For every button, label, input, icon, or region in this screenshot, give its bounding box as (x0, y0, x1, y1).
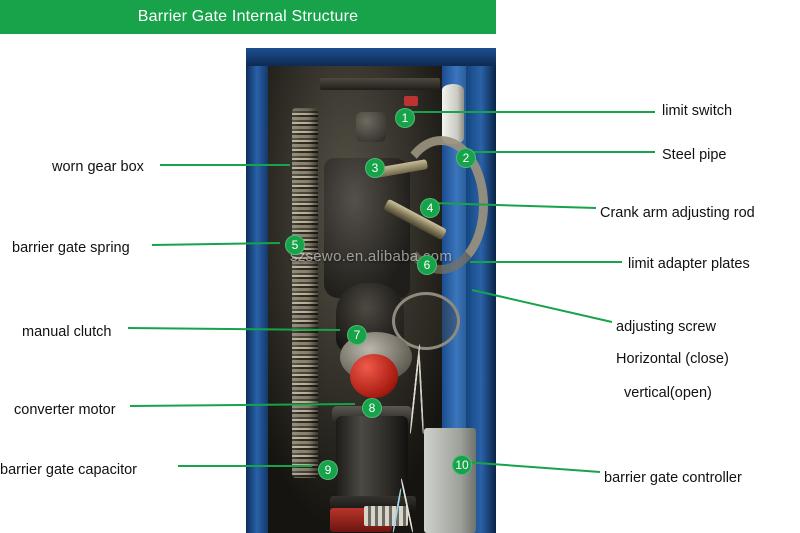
header-banner: Barrier Gate Internal Structure (0, 0, 496, 34)
marker-7: 7 (347, 325, 367, 345)
label-steel-pipe: Steel pipe (662, 147, 727, 163)
label-manual-clutch: manual clutch (22, 324, 112, 340)
cabinet-left-edge (246, 48, 268, 533)
label-limit-switch: limit switch (662, 103, 733, 119)
marker-1: 1 (395, 108, 415, 128)
cabinet-top-edge (246, 48, 496, 66)
steel-pipe-part (442, 84, 464, 144)
barrier-gate-photo (246, 48, 496, 533)
marker-10: 10 (452, 455, 472, 475)
label-barrier-gate-spring: barrier gate spring (12, 240, 130, 256)
converter-motor-part (336, 416, 408, 502)
manual-clutch-part (350, 354, 398, 398)
marker-6: 6 (417, 255, 437, 275)
marker-5: 5 (285, 235, 305, 255)
label-vertical-open: vertical(open) (624, 385, 712, 401)
label-horizontal-close: Horizontal (close) (616, 351, 729, 367)
marker-4: 4 (420, 198, 440, 218)
spring-part (292, 108, 318, 478)
controller-box-part (424, 428, 476, 533)
label-converter-motor: converter motor (14, 402, 116, 418)
marker-9: 9 (318, 460, 338, 480)
label-barrier-gate-capacitor: barrier gate capacitor (0, 462, 138, 478)
terminal-block-part (364, 506, 408, 526)
label-worn-gear-box: worn gear box (52, 159, 144, 175)
label-barrier-gate-controller: barrier gate controller (604, 470, 742, 486)
marker-3: 3 (365, 158, 385, 178)
label-crank-arm-adjusting-rod: Crank arm adjusting rod (600, 205, 755, 221)
label-limit-adapter-plates: limit adapter plates (628, 256, 750, 272)
page-title: Barrier Gate Internal Structure (137, 8, 359, 25)
adapter-plate-part (392, 292, 460, 350)
label-adjusting-screw: adjusting screw (616, 319, 716, 335)
marker-8: 8 (362, 398, 382, 418)
top-frame-bar (320, 78, 440, 90)
red-component (404, 96, 418, 106)
marker-2: 2 (456, 148, 476, 168)
bolt-part (356, 112, 386, 142)
